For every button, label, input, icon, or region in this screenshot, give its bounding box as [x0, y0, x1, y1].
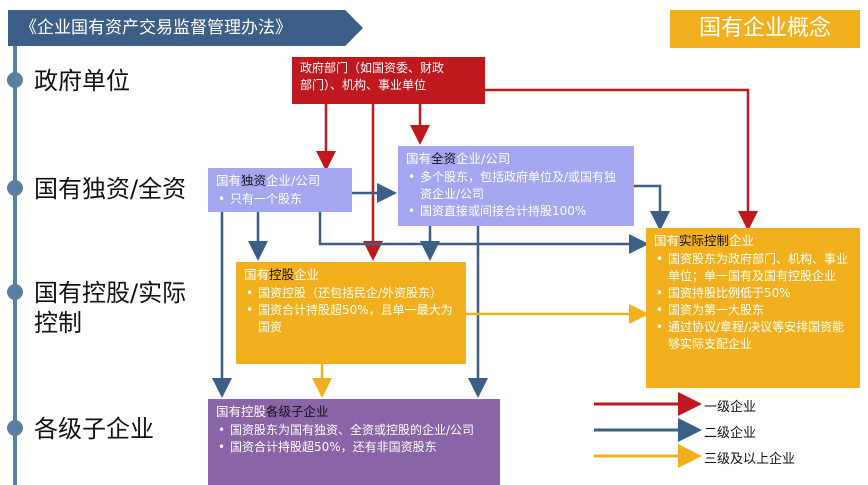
controlled-item: 国资合计持股超50%，且单一最大为国资	[244, 302, 458, 336]
level-government: 政府单位	[34, 67, 130, 95]
timeline-dot	[7, 420, 23, 436]
level-subsidiaries: 各级子企业	[34, 415, 154, 443]
full-item: 国资直接或间接合计持股100%	[406, 203, 626, 220]
subsidiary-item: 国资股东为国有独资、全资或控股的企业/公司	[216, 422, 492, 439]
subsidiary-item: 国资合计持股超50%，还有非国资股东	[216, 439, 492, 456]
concept-label: 国有企业概念	[670, 10, 860, 48]
actual-item: 国资持股比例低于50%	[654, 285, 852, 302]
sole-item: 只有一个股东	[216, 191, 344, 208]
timeline-dot	[7, 180, 23, 196]
legend-label-second-tier: 二级企业	[704, 426, 757, 441]
controlled-box: 国有控股企业 国资控股（还包括民企/外资股东） 国资合计持股超50%，且单一最大…	[236, 262, 466, 364]
gov-line1: 政府部门（如国资委、财政	[300, 61, 445, 75]
legend-label-third-tier: 三级及以上企业	[704, 452, 796, 467]
actual-control-box: 国有实际控制企业 国资股东为政府部门、机构、事业单位；单一国有及国有控股企业 国…	[646, 228, 860, 388]
sole-ownership-box: 国有独资企业/公司 只有一个股东	[208, 168, 352, 212]
level-controlled: 国有控股/实际	[34, 279, 187, 307]
timeline-bar	[13, 46, 17, 485]
legend-label-first-tier: 一级企业	[704, 400, 757, 415]
level-sole-full: 国有独资/全资	[34, 175, 187, 203]
controlled-item: 国资控股（还包括民企/外资股东）	[244, 285, 458, 302]
title-banner: 《企业国有资产交易监督管理办法》	[8, 10, 363, 46]
level-controlled-line2: 控制	[34, 309, 82, 337]
subsidiary-box: 国有控股各级子企业 国资股东为国有独资、全资或控股的企业/公司 国资合计持股超5…	[208, 399, 500, 485]
government-box: 政府部门（如国资委、财政 部门）、机构、事业单位	[292, 57, 485, 104]
gov-line2: 部门）、机构、事业单位	[300, 78, 427, 92]
actual-item: 通过协议/章程/决议等安排国资能够实际支配企业	[654, 319, 852, 353]
arrow-sole-to-actual	[318, 212, 649, 254]
arrow-gov-to-actual	[485, 88, 758, 231]
actual-item: 国资为第一大股东	[654, 302, 852, 319]
timeline-dot	[7, 284, 23, 300]
timeline-dot	[7, 72, 23, 88]
arrow-full-to-actual	[634, 184, 670, 231]
full-ownership-box: 国有全资企业/公司 多个股东，包括政府单位及/或国有独资企业/公司 国资直接或间…	[398, 146, 634, 226]
full-item: 多个股东，包括政府单位及/或国有独资企业/公司	[406, 169, 626, 203]
actual-item: 国资股东为政府部门、机构、事业单位；单一国有及国有控股企业	[654, 251, 852, 285]
